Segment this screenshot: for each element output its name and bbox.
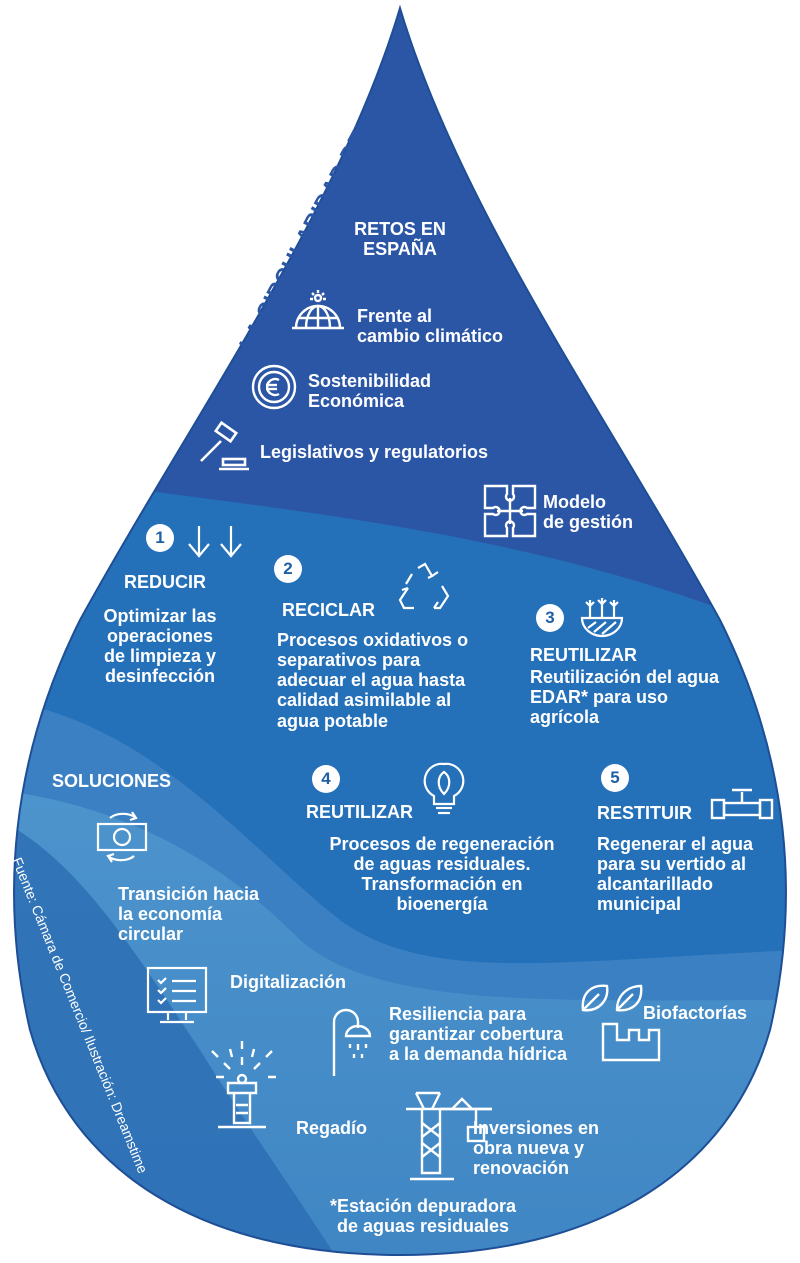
- step-5-number: 5: [601, 764, 629, 792]
- leaves-factory-icon: [577, 980, 663, 1066]
- retos-item-1: Frente al cambio climático: [357, 306, 504, 347]
- crops-icon: [578, 594, 626, 638]
- retos-item-3: Legislativos y regulatorios: [260, 442, 489, 462]
- step-5-title: RESTITUIR: [597, 803, 693, 823]
- retos-heading: RETOS EN ESPAÑA: [354, 219, 446, 260]
- arrows-down-icon: [186, 524, 246, 560]
- soluciones-item-5: Regadío: [296, 1118, 368, 1138]
- pipe-valve-icon: [710, 786, 774, 822]
- recycle-icon: [398, 562, 452, 614]
- globe-sun-icon: [290, 290, 346, 334]
- lightbulb-leaf-icon: [423, 762, 465, 820]
- retos-item-4: Modelo de gestión: [543, 492, 634, 533]
- step-3-text: Reutilización del agua EDAR* para uso ag…: [530, 667, 720, 728]
- monitor-checklist-icon: [146, 966, 208, 1026]
- sprinkler-icon: [200, 1035, 284, 1133]
- step-2-number: 2: [274, 555, 302, 583]
- crane-icon: [396, 1083, 496, 1183]
- step-4-number: 4: [312, 765, 340, 793]
- euro-coin-icon: [250, 363, 298, 411]
- soluciones-item-4: Biofactorías: [643, 1003, 748, 1023]
- soluciones-item-3: Resiliencia para garantizar cobertura a …: [389, 1004, 568, 1065]
- puzzle-icon: [483, 484, 537, 538]
- step-1-text: Optimizar las operaciones de limpieza y …: [103, 606, 217, 687]
- step-1-number: 1: [146, 524, 174, 552]
- footnote: *Estación depuradora de aguas residuales: [329, 1196, 517, 1237]
- gavel-icon: [195, 420, 251, 475]
- step-4-text: Procesos de regeneración de aguas residu…: [329, 834, 555, 915]
- shower-icon: [328, 1006, 382, 1078]
- step-5-text: Regenerar el agua para su vertido al alc…: [597, 834, 754, 915]
- step-3-number: 3: [536, 604, 564, 632]
- soluciones-heading: SOLUCIONES: [52, 771, 172, 791]
- soluciones-item-1: Transición hacia la economía circular: [118, 884, 260, 945]
- step-2-title: RECICLAR: [282, 600, 375, 620]
- soluciones-item-6: Inversiones en obra nueva y renovación: [473, 1118, 600, 1179]
- soluciones-item-2: Digitalización: [230, 972, 347, 992]
- retos-item-2: Sostenibilidad Económica: [308, 371, 432, 412]
- step-4-title: REUTILIZAR: [306, 802, 413, 822]
- step-1-title: REDUCIR: [124, 572, 207, 592]
- step-3-title: REUTILIZAR: [530, 645, 637, 665]
- step-2-text: Procesos oxidativos o separativos para a…: [277, 630, 469, 731]
- money-cycle-icon: [96, 808, 148, 866]
